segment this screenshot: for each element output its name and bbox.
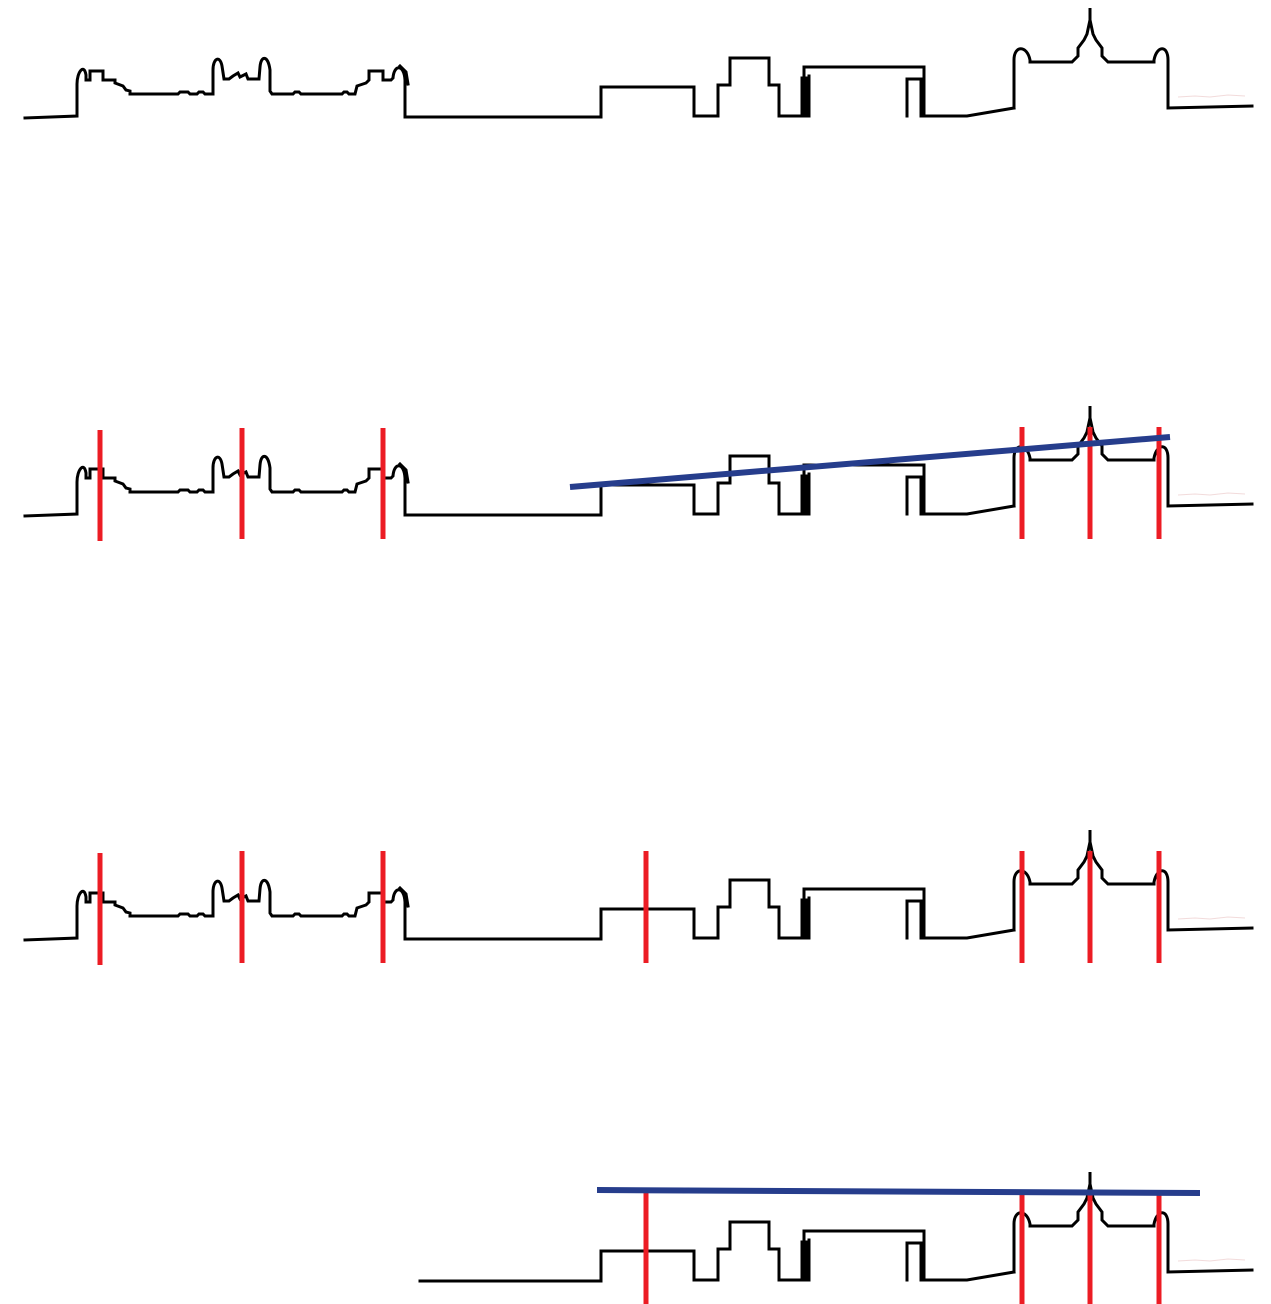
skyline-outline xyxy=(25,8,1252,118)
skyline-outline xyxy=(25,406,1252,516)
panel-skyline-partial-horizontal-line xyxy=(418,1170,1254,1304)
panel-skyline-axes-sloped-line xyxy=(25,406,1252,541)
axis-group xyxy=(643,1192,1162,1304)
faint-mark xyxy=(1177,492,1246,496)
faint-mark xyxy=(1177,916,1246,920)
faint-mark xyxy=(1177,1258,1246,1262)
skyline-outline xyxy=(25,830,1252,940)
horizontal-reference-line xyxy=(596,1187,1201,1196)
axis-group xyxy=(97,851,1162,965)
faint-mark xyxy=(1177,94,1246,98)
sloped-reference-line xyxy=(569,434,1171,490)
panel-skyline-full xyxy=(25,8,1252,118)
panel-skyline-axes xyxy=(25,830,1252,965)
